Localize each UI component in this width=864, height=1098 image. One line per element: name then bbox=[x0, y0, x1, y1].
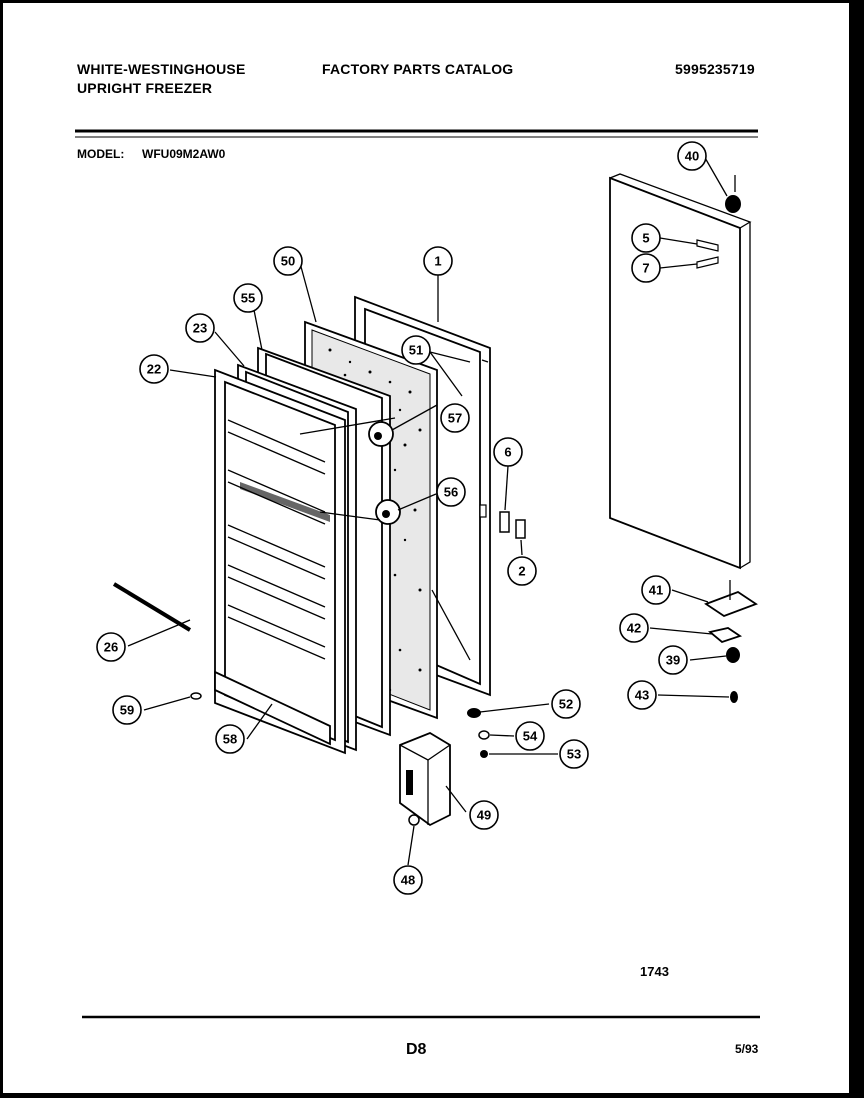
callout-5: 5 bbox=[631, 223, 661, 253]
callout-2: 2 bbox=[507, 556, 537, 586]
svg-text:26: 26 bbox=[104, 640, 118, 655]
part-2-latch bbox=[515, 519, 526, 539]
svg-text:48: 48 bbox=[401, 873, 415, 888]
callout-53: 53 bbox=[559, 739, 589, 769]
svg-text:56: 56 bbox=[444, 485, 458, 500]
part-58-door-bottom bbox=[214, 670, 331, 746]
svg-text:2: 2 bbox=[518, 564, 525, 579]
svg-text:49: 49 bbox=[477, 808, 491, 823]
svg-text:52: 52 bbox=[559, 697, 573, 712]
part-57-plug bbox=[368, 421, 394, 447]
part-6-strike bbox=[499, 511, 510, 533]
callout-59: 59 bbox=[112, 695, 142, 725]
svg-text:57: 57 bbox=[448, 411, 462, 426]
svg-text:40: 40 bbox=[685, 149, 699, 164]
svg-text:51: 51 bbox=[409, 343, 423, 358]
svg-text:39: 39 bbox=[666, 653, 680, 668]
part-26-rod bbox=[112, 582, 192, 632]
callout-39: 39 bbox=[658, 645, 688, 675]
part-48-screw bbox=[408, 814, 420, 826]
svg-text:41: 41 bbox=[649, 583, 663, 598]
svg-text:53: 53 bbox=[567, 747, 581, 762]
callout-49: 49 bbox=[469, 800, 499, 830]
callout-23: 23 bbox=[185, 313, 215, 343]
product-type: UPRIGHT FREEZER bbox=[77, 80, 213, 96]
callout-58: 58 bbox=[215, 724, 245, 754]
callout-7: 7 bbox=[631, 253, 661, 283]
svg-text:59: 59 bbox=[120, 703, 134, 718]
model-number: WFU09M2AW0 bbox=[142, 147, 226, 161]
callout-43: 43 bbox=[627, 680, 657, 710]
callout-42: 42 bbox=[619, 613, 649, 643]
page-code: D8 bbox=[406, 1041, 427, 1058]
callout-1: 1 bbox=[423, 246, 453, 276]
model-label: MODEL: bbox=[77, 147, 125, 161]
svg-text:5: 5 bbox=[642, 231, 649, 246]
callout-6: 6 bbox=[493, 437, 523, 467]
callout-52: 52 bbox=[551, 689, 581, 719]
callout-54: 54 bbox=[515, 721, 545, 751]
part-43-screw bbox=[730, 691, 738, 703]
svg-text:54: 54 bbox=[523, 729, 538, 744]
svg-text:43: 43 bbox=[635, 688, 649, 703]
callout-50: 50 bbox=[273, 246, 303, 276]
svg-text:58: 58 bbox=[223, 732, 237, 747]
callout-22: 22 bbox=[139, 354, 169, 384]
svg-text:6: 6 bbox=[504, 445, 511, 460]
part-52-hinge-bracket bbox=[467, 708, 481, 718]
callout-57: 57 bbox=[440, 403, 470, 433]
svg-text:1: 1 bbox=[434, 254, 441, 269]
callout-41: 41 bbox=[641, 575, 671, 605]
part-54-washer bbox=[478, 730, 490, 740]
svg-text:42: 42 bbox=[627, 621, 641, 636]
part-39-washer bbox=[726, 647, 740, 663]
part-42-bushing bbox=[708, 627, 743, 644]
drawing-number: 1743 bbox=[640, 964, 669, 979]
svg-text:55: 55 bbox=[241, 291, 255, 306]
svg-text:50: 50 bbox=[281, 254, 295, 269]
svg-text:22: 22 bbox=[147, 362, 161, 377]
part-22-door-frame bbox=[214, 368, 346, 755]
callout-51: 51 bbox=[401, 335, 431, 365]
callout-48: 48 bbox=[393, 865, 423, 895]
catalog-title: FACTORY PARTS CATALOG bbox=[322, 61, 514, 77]
svg-text:23: 23 bbox=[193, 321, 207, 336]
callout-55: 55 bbox=[233, 283, 263, 313]
outer-door-panel bbox=[609, 173, 752, 570]
brand-name: WHITE-WESTINGHOUSE bbox=[77, 61, 246, 77]
callout-56: 56 bbox=[436, 477, 466, 507]
catalog-number: 5995235719 bbox=[675, 61, 755, 77]
svg-text:7: 7 bbox=[642, 261, 649, 276]
part-53-screw bbox=[480, 750, 488, 758]
part-40-hinge-cap bbox=[725, 175, 741, 213]
part-49-bracket bbox=[399, 731, 451, 827]
part-56-plug bbox=[375, 499, 401, 525]
part-41-hinge bbox=[704, 580, 758, 618]
callout-26: 26 bbox=[96, 632, 126, 662]
part-59-screw bbox=[190, 692, 202, 700]
callout-40: 40 bbox=[677, 141, 707, 171]
revision-date: 5/93 bbox=[735, 1042, 759, 1056]
